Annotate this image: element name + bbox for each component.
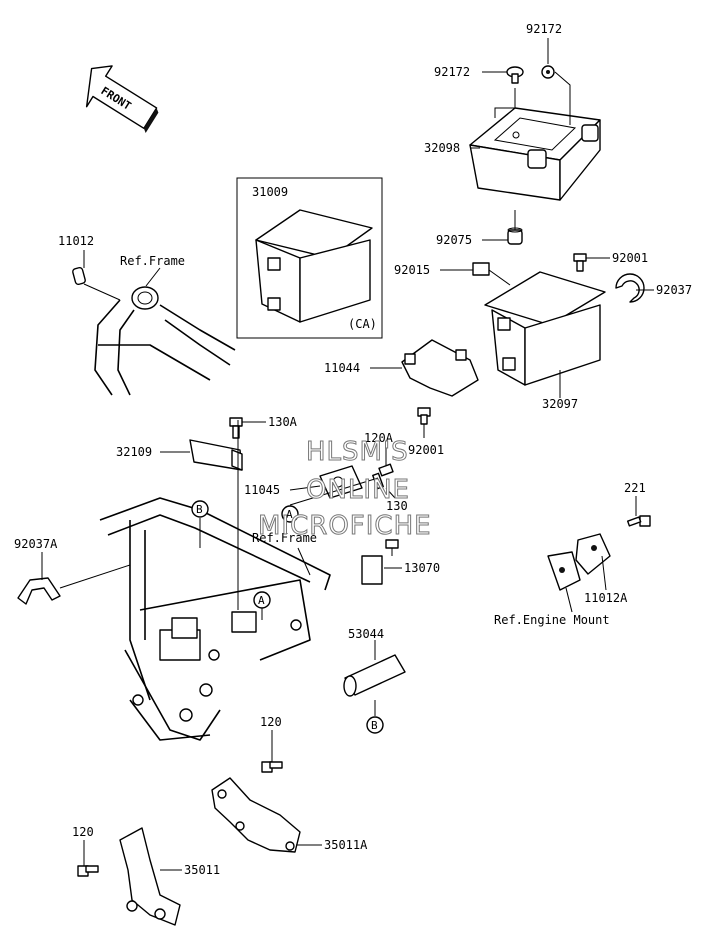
svg-text:A: A (286, 508, 293, 521)
label-35011: 35011 (184, 863, 220, 877)
bolt-120-mid (261, 761, 283, 773)
marker-a-left: A (281, 505, 299, 523)
screw-92172 (506, 66, 524, 84)
label-ref-frame-top: Ref.Frame (120, 254, 185, 268)
label-35011A: 35011A (324, 838, 368, 852)
label-32097: 32097 (542, 397, 578, 411)
bolt-120-bottom (77, 865, 99, 877)
label-92001-top: 92001 (612, 251, 648, 265)
label-11012A: 11012A (584, 591, 628, 605)
svg-text:B: B (371, 719, 378, 732)
watermark: HLSM'S ONLINE MICROFICHE (258, 437, 432, 542)
label-92172-left: 92172 (434, 65, 470, 79)
callout-labels: 92172 92172 32098 31009 (CA) 92075 11012… (14, 22, 692, 877)
label-120-mid: 120 (260, 715, 282, 729)
cover-32109 (189, 439, 243, 471)
label-11012: 11012 (58, 234, 94, 248)
frame-reference-top (72, 266, 236, 396)
front-arrow-icon: FRONT (85, 65, 159, 133)
ca-variant-box (236, 177, 383, 339)
label-11045: 11045 (244, 483, 280, 497)
label-92172-top: 92172 (526, 22, 562, 36)
bracket-11012A (547, 533, 611, 591)
label-130: 130 (386, 499, 408, 513)
bolt-92001-top (573, 253, 587, 272)
watermark-line1: HLSM'S (306, 437, 409, 467)
bracket-13070 (361, 539, 399, 585)
label-92075: 92075 (436, 233, 472, 247)
label-11044: 11044 (324, 361, 360, 375)
bolt-130A (229, 417, 243, 439)
frame-reference-main (99, 420, 331, 741)
svg-text:A: A (258, 594, 265, 607)
label-221: 221 (624, 481, 646, 495)
bracket-11044 (401, 339, 479, 397)
label-ref-frame-mid: Ref.Frame (252, 531, 317, 545)
battery-case-32097 (484, 271, 606, 386)
reference-markers: B A A B (191, 500, 384, 734)
label-120-bottom: 120 (72, 825, 94, 839)
damper-92075 (507, 227, 523, 245)
label-53044: 53044 (348, 627, 384, 641)
bolt-92001-mid (417, 407, 431, 425)
label-ref-engine-mount: Ref.Engine Mount (494, 613, 610, 627)
bolt-120A (372, 463, 394, 490)
bracket-35011A (211, 777, 301, 853)
bracket-35011 (119, 827, 181, 926)
svg-text:B: B (196, 503, 203, 516)
nut-92015 (472, 262, 490, 276)
marker-b-lower: B (366, 716, 384, 734)
label-92037: 92037 (656, 283, 692, 297)
bracket-11045 (319, 465, 363, 499)
label-31009: 31009 (252, 185, 288, 199)
marker-b-upper: B (191, 500, 209, 518)
sleeve-53044 (343, 654, 406, 697)
label-13070: 13070 (404, 561, 440, 575)
clamp-92037A (17, 577, 61, 605)
marker-a-mid: A (253, 591, 271, 609)
label-130A: 130A (268, 415, 298, 429)
battery-cover-32098 (469, 107, 601, 201)
label-92037A: 92037A (14, 537, 58, 551)
label-120A: 120A (364, 431, 394, 445)
watermark-line3: MICROFICHE (258, 511, 432, 541)
watermark-line2: ONLINE (306, 475, 410, 505)
label-ca: (CA) (348, 317, 377, 331)
label-92015: 92015 (394, 263, 430, 277)
battery-case-31009 (255, 209, 373, 323)
label-32109: 32109 (116, 445, 152, 459)
label-92001-mid: 92001 (408, 443, 444, 457)
clamp-92037 (615, 273, 645, 303)
washer-92172 (541, 65, 555, 79)
bolt-221 (626, 515, 651, 527)
label-32098: 32098 (424, 141, 460, 155)
leader-lines (41, 38, 654, 871)
